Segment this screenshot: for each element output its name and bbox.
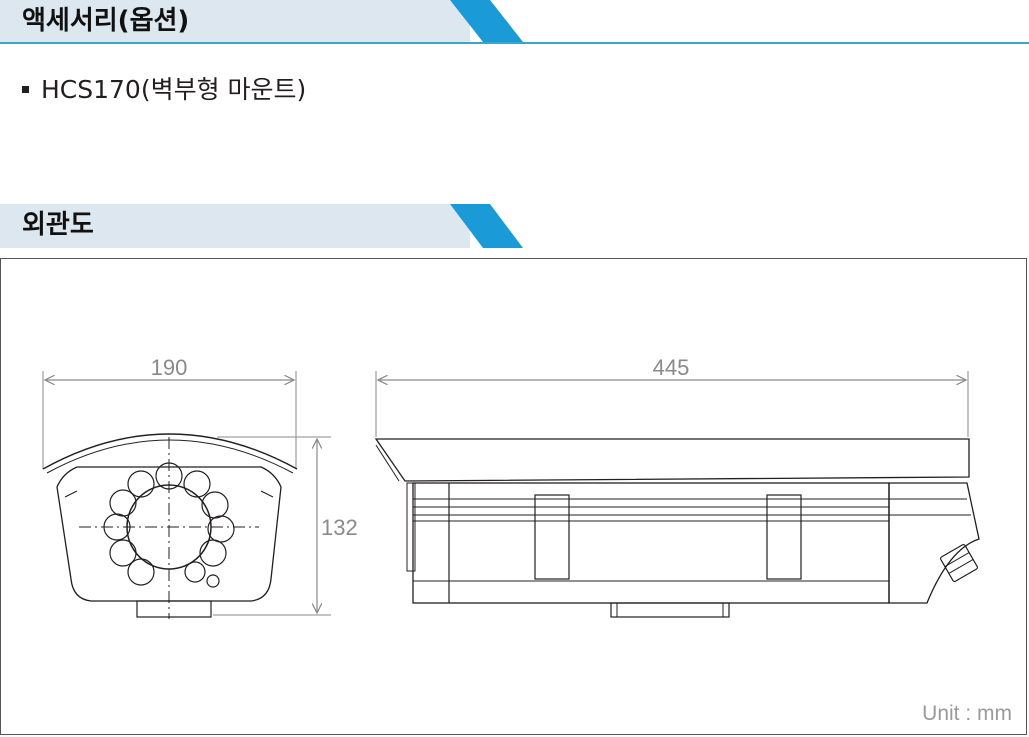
header-band	[0, 204, 470, 248]
section-title-exterior: 외관도	[22, 210, 94, 240]
accent-triangle-icon	[450, 204, 523, 248]
front-height-label: 132	[321, 515, 358, 540]
front-width-label: 190	[151, 355, 188, 380]
side-view	[374, 371, 980, 618]
section-title-accessories: 액세서리(옵션)	[22, 6, 190, 36]
unit-label: Unit : mm	[922, 702, 1012, 725]
exterior-section-header: 외관도	[0, 204, 1029, 250]
header-band	[0, 0, 470, 42]
dimension-drawing: 190 132 445 Unit : mm	[0, 258, 1027, 735]
camera-housing-drawing: 190 132 445	[42, 355, 980, 619]
accessory-list-item: HCS170(벽부형 마운트)	[22, 74, 306, 106]
accessories-section-header: 액세서리(옵션)	[0, 0, 1029, 46]
bullet-icon	[22, 85, 29, 93]
side-length-label: 445	[653, 355, 690, 380]
accent-triangle-icon	[450, 0, 523, 42]
accessory-label: HCS170(벽부형 마운트)	[41, 75, 307, 104]
header-divider	[0, 42, 1029, 44]
front-view	[42, 371, 331, 619]
